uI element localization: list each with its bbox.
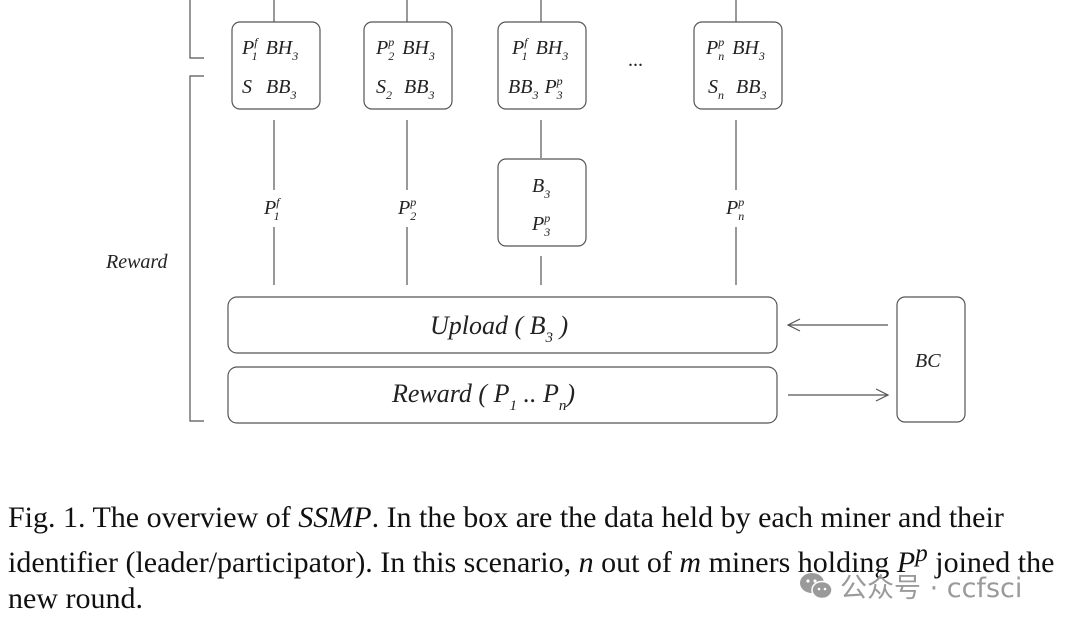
reward-bar — [227, 366, 778, 424]
miner-box-3 — [497, 21, 587, 110]
upload-bar — [227, 296, 778, 354]
block-box — [497, 158, 587, 247]
top-bracket — [189, 0, 204, 59]
reward-text: Reward ( P1 .. Pn) — [391, 379, 575, 414]
miner-box-n — [693, 21, 783, 110]
figure-caption: Fig. 1. The overview of SSMP. In the box… — [8, 501, 1055, 615]
bc-box — [896, 296, 966, 423]
miner-box-1 — [231, 21, 321, 110]
wechat-icon — [800, 572, 833, 599]
watermark: 公众号 · ccfsci — [798, 566, 1022, 605]
ellipsis: ... — [628, 49, 643, 71]
svg-text:Pp3: Pp3 — [531, 211, 550, 239]
caption-ssmp: SSMP — [298, 501, 372, 534]
bc-label: BC — [915, 350, 941, 372]
watermark-text: 公众号 · ccfsci — [840, 573, 1023, 604]
upload-text: Upload ( B3 ) — [430, 311, 568, 346]
reward-bracket — [189, 75, 204, 422]
svg-text:B3: B3 — [532, 175, 550, 201]
miner-box-2 — [363, 21, 453, 110]
reward-side-label: Reward — [105, 251, 168, 273]
